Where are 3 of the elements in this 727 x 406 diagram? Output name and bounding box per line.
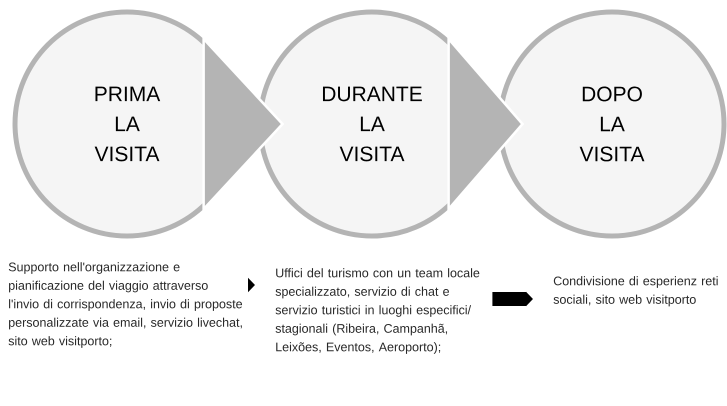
description-text: Supporto nell'organizzazione e pianificazione del viaggio attraverso l'invio di corrispondenza, invio di proposte personalizzate via email, servizio livechat, sito web visitporto; [8,262,242,348]
description-text: Condivisione di esperienz reti sociali, sito web visitporto [554,276,718,306]
description-text: Uffici del turismo con un team locale specializzato, servizio di chat e servizio turistici in luoghi especifici/ stagionali (Ribeira, Campanhã, Leixões, Eventos, Aeroporto); [276,268,480,354]
